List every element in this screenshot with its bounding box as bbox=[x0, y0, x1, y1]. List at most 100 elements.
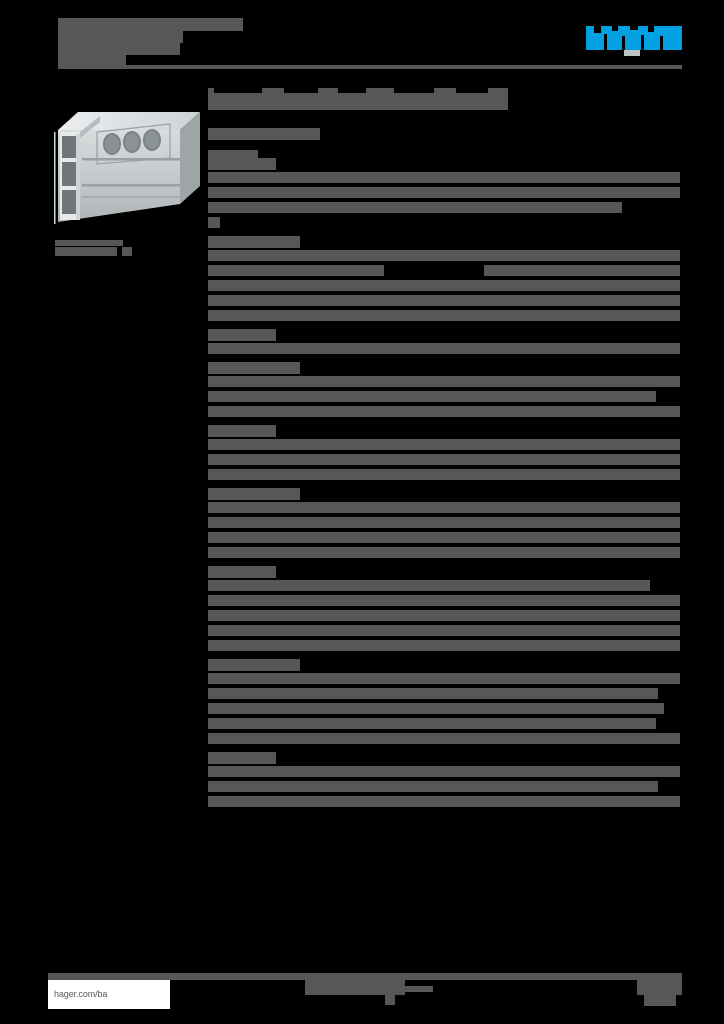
table-row bbox=[208, 731, 680, 746]
table-row bbox=[208, 185, 680, 200]
spec-label bbox=[208, 391, 460, 402]
spec-label bbox=[208, 517, 270, 528]
table-row bbox=[208, 215, 680, 230]
table-row bbox=[208, 701, 680, 716]
table-row bbox=[208, 623, 680, 638]
spec-value bbox=[470, 376, 680, 387]
spec-label bbox=[208, 250, 384, 261]
spec-label bbox=[208, 187, 680, 198]
spec-label bbox=[208, 265, 384, 276]
spec-label bbox=[208, 469, 680, 480]
table-row bbox=[208, 248, 680, 263]
table-row bbox=[208, 500, 680, 515]
footer-url[interactable]: hager.com/ba bbox=[54, 989, 108, 999]
spec-label bbox=[208, 766, 680, 777]
logo-gap bbox=[622, 36, 625, 50]
document-reference bbox=[208, 150, 258, 160]
spec-label bbox=[208, 733, 680, 744]
header-title-line-3 bbox=[58, 43, 180, 55]
logo-notch bbox=[612, 26, 618, 31]
spec-group-heading-text bbox=[208, 362, 300, 374]
spec-group-heading bbox=[208, 158, 680, 170]
spec-group bbox=[208, 362, 680, 419]
spec-label bbox=[208, 595, 680, 606]
spec-label bbox=[208, 796, 680, 807]
spec-label bbox=[208, 610, 298, 621]
page-header bbox=[0, 0, 724, 80]
spec-group-heading-text bbox=[208, 752, 276, 764]
table-row bbox=[208, 794, 680, 809]
logo-gap bbox=[660, 36, 663, 50]
product-caption-line-1 bbox=[55, 240, 123, 246]
logo-notch bbox=[648, 26, 654, 32]
footer-url-box[interactable]: hager.com/ba bbox=[48, 980, 170, 1009]
header-divider bbox=[58, 65, 682, 69]
spec-value bbox=[362, 688, 658, 699]
spec-value bbox=[312, 454, 680, 465]
footer-page-number bbox=[637, 980, 682, 995]
spec-label bbox=[208, 688, 362, 699]
spec-value bbox=[304, 718, 656, 729]
footer-center-mark bbox=[385, 995, 395, 1005]
product-caption-line-3 bbox=[122, 247, 132, 256]
spec-label bbox=[208, 280, 680, 291]
table-row bbox=[208, 404, 680, 419]
spec-label bbox=[208, 640, 274, 651]
spec-label bbox=[208, 217, 220, 228]
table-row bbox=[208, 608, 680, 623]
table-row bbox=[208, 263, 680, 278]
spec-group-heading-text bbox=[208, 158, 276, 170]
logo-tail bbox=[624, 50, 640, 56]
spec-label bbox=[208, 673, 680, 684]
spec-group-heading bbox=[208, 329, 680, 341]
spec-value bbox=[460, 391, 656, 402]
spec-value bbox=[352, 703, 664, 714]
spec-label bbox=[208, 376, 470, 387]
header-title-line-4 bbox=[58, 55, 126, 65]
spec-group-heading-text bbox=[208, 488, 300, 500]
spec-group-heading-text bbox=[208, 659, 300, 671]
table-row bbox=[208, 389, 680, 404]
spec-label bbox=[208, 625, 680, 636]
spec-label bbox=[208, 202, 250, 213]
spec-group-heading bbox=[208, 659, 680, 671]
specification-table bbox=[208, 158, 680, 815]
spec-group-heading-text bbox=[208, 566, 276, 578]
spec-label bbox=[208, 781, 314, 792]
spec-label bbox=[208, 295, 680, 306]
spec-value bbox=[384, 250, 680, 261]
spec-group-heading-text bbox=[208, 329, 276, 341]
spec-group-heading bbox=[208, 752, 680, 764]
spec-group bbox=[208, 236, 680, 323]
spec-group bbox=[208, 329, 680, 356]
spec-label bbox=[208, 454, 312, 465]
table-row bbox=[208, 530, 680, 545]
spec-value bbox=[274, 640, 680, 651]
spec-label bbox=[208, 310, 680, 321]
table-row bbox=[208, 638, 680, 653]
logo-notch bbox=[594, 26, 601, 33]
spec-group-heading bbox=[208, 425, 680, 437]
logo-notch bbox=[630, 26, 638, 30]
table-row bbox=[208, 374, 680, 389]
product-image bbox=[52, 92, 202, 242]
spec-group bbox=[208, 659, 680, 746]
page-title bbox=[208, 88, 508, 110]
spec-label bbox=[208, 343, 680, 354]
table-row bbox=[208, 764, 680, 779]
spec-label bbox=[208, 439, 680, 450]
table-row bbox=[208, 578, 680, 593]
spec-label bbox=[208, 406, 680, 417]
spec-label bbox=[208, 532, 680, 543]
table-row bbox=[208, 467, 680, 482]
table-row bbox=[208, 593, 680, 608]
hager-logo bbox=[586, 26, 682, 56]
table-row bbox=[208, 200, 680, 215]
table-row bbox=[208, 686, 680, 701]
spec-label bbox=[208, 502, 680, 513]
spec-group-heading bbox=[208, 566, 680, 578]
spec-value bbox=[324, 580, 650, 591]
table-row bbox=[208, 515, 680, 530]
spec-value bbox=[298, 610, 680, 621]
